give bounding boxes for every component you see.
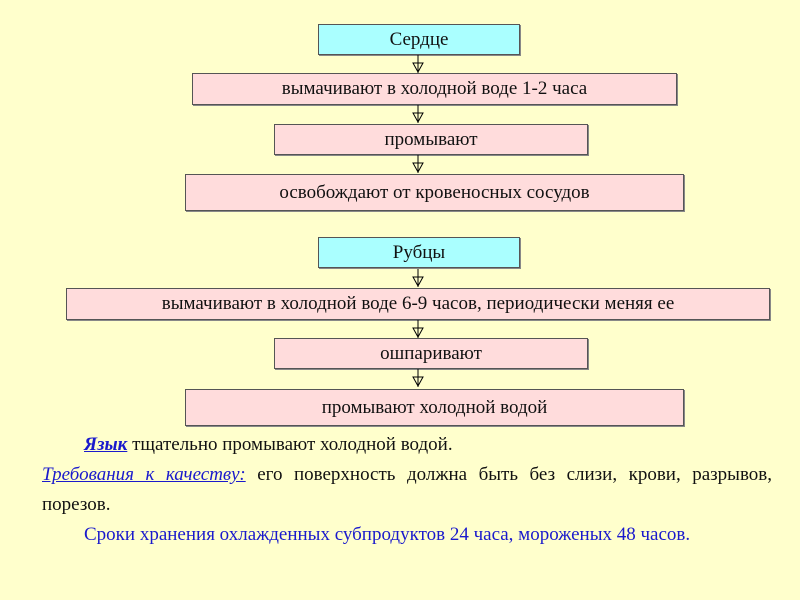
tripe-title-box: Рубцы xyxy=(318,237,520,268)
tripe-step-3: промывают холодной водой xyxy=(185,389,684,426)
tripe-step-1: вымачивают в холодной воде 6-9 часов, пе… xyxy=(66,288,770,320)
tongue-paragraph: Язык тщательно промывают холодной водой. xyxy=(42,430,772,460)
arrow-down-icon xyxy=(412,155,424,173)
arrow-down-icon xyxy=(412,105,424,123)
heart-step-2: промывают xyxy=(274,124,588,155)
storage-paragraph: Сроки хранения охлажденных субпродуктов … xyxy=(84,524,691,545)
arrow-down-icon xyxy=(412,369,424,387)
tripe-step-2: ошпаривают xyxy=(274,338,588,369)
tongue-text: тщательно промывают холодной водой. xyxy=(127,434,453,455)
heart-step-1: вымачивают в холодной воде 1-2 часа xyxy=(192,73,677,105)
tongue-keyword: Язык xyxy=(84,434,128,455)
quality-keyword: Требования к качеству: xyxy=(42,464,246,485)
quality-paragraph: Требования к качеству: его поверхность д… xyxy=(42,460,772,520)
heart-title-box: Сердце xyxy=(318,24,520,55)
heart-step-3: освобождают от кровеносных сосудов xyxy=(185,174,684,211)
arrow-down-icon xyxy=(412,269,424,287)
quality-text: его поверхность должна быть без слизи, к… xyxy=(42,464,773,515)
arrow-down-icon xyxy=(412,320,424,338)
arrow-down-icon xyxy=(412,55,424,73)
notes-text: Язык тщательно промывают холодной водой.… xyxy=(42,430,772,550)
